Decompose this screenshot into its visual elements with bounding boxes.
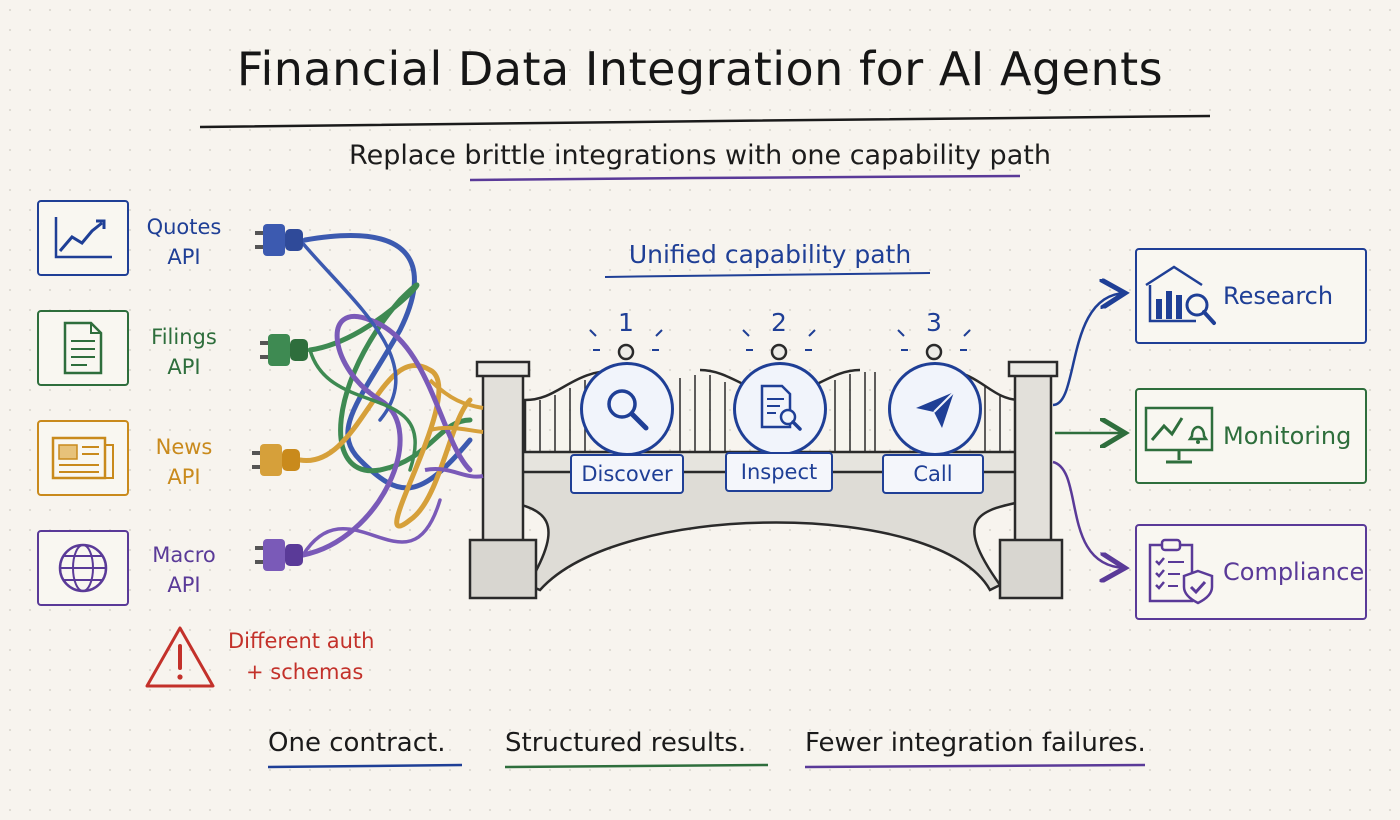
step-3-circle [888,362,982,456]
tagline-one-contract: One contract. [268,728,446,758]
macro-cable [300,314,473,558]
warning-text: Different auth + schemas [228,629,375,684]
macro-api-box [37,530,129,606]
filings-api-label: Filings API [151,325,217,379]
quotes-api-label: Quotes API [146,215,222,269]
step-1-label: Discover [570,454,684,494]
document-search-icon [760,384,802,431]
path-title: Unified capability path [628,240,912,269]
title-underline [199,114,1211,129]
globe-icon [58,543,108,593]
step-3-label: Call [882,454,984,494]
step-1-circle [580,362,674,456]
step-1-number: 1 [618,308,634,337]
magnifier-icon [607,389,649,431]
news-api-box [37,420,129,496]
research-box: Research [1135,248,1367,344]
step-3-number: 3 [926,308,942,337]
bridge-left-tower [481,368,525,552]
research-label: Research [1223,282,1334,310]
bridge-inputs [424,378,484,479]
news-cable [297,363,473,529]
page-title: Financial Data Integration for AI Agents [236,42,1164,96]
quotes-plug [255,224,303,256]
arrow-to-research [1052,293,1125,407]
step-2-label: Inspect [725,452,833,492]
news-api-label: News API [155,435,213,489]
filings-plug [260,334,308,366]
paper-plane-icon [916,391,955,428]
tagline-fewer-failures: Fewer integration failures. [805,728,1146,758]
path-title-underline [604,272,931,278]
tagline-structured-results: Structured results. [505,728,747,758]
monitor-alert-icon [1144,406,1214,464]
monitoring-label: Monitoring [1223,422,1352,450]
plugs [252,224,308,571]
news-plug [252,444,300,476]
document-icon [63,321,103,375]
macro-api-label: Macro API [152,543,216,597]
warning-triangle-icon [145,626,215,688]
subtitle-underline [469,174,1021,182]
bridge-arch [503,468,1032,592]
page-subtitle: Replace brittle integrations with one ca… [349,140,1051,171]
bar-chart-search-icon [1145,265,1216,325]
arrow-to-compliance [1052,460,1125,568]
step-2-number: 2 [771,308,787,337]
step-2-circle [733,362,827,456]
quotes-api-box [37,200,129,276]
compliance-box: Compliance [1135,524,1367,620]
line-chart-icon [54,217,112,259]
filings-api-box [37,310,129,386]
monitoring-box: Monitoring [1135,388,1367,484]
step-sparkles [589,329,971,351]
clipboard-shield-icon [1148,538,1214,605]
compliance-label: Compliance [1223,558,1365,586]
tangled-cables [297,233,473,558]
bridge-right-tower [1013,368,1053,552]
macro-plug [255,539,303,571]
newspaper-icon [51,436,114,480]
